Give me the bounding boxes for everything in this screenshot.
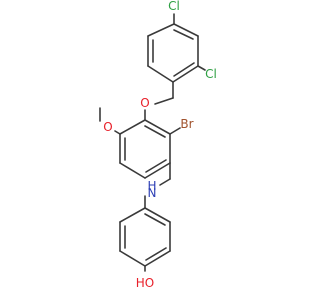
- hydroxyl-group: HO: [136, 276, 154, 290]
- ether-oxygen-atom: O: [140, 96, 149, 110]
- molecule-structure: Cl Cl O O Br H N HO: [99, 0, 217, 290]
- chlorine-atom-ring: Cl: [205, 67, 217, 81]
- bond: [173, 23, 199, 37]
- bond: [114, 130, 121, 135]
- dichlorophenyl-ring: [147, 23, 199, 83]
- bond: [197, 65, 206, 71]
- bond: [144, 162, 171, 179]
- bond: [119, 162, 146, 179]
- bond: [144, 119, 171, 135]
- bond: [172, 65, 199, 83]
- bond: [145, 247, 167, 261]
- bond: [169, 127, 181, 135]
- methoxy-oxygen-atom: O: [103, 120, 112, 134]
- bond: [154, 97, 174, 105]
- bond: [147, 23, 175, 37]
- amine-hydrogen: H: [147, 179, 156, 193]
- bond: [145, 159, 167, 173]
- bond: [144, 207, 171, 223]
- bond: [144, 125, 166, 138]
- bromine-atom: Br: [180, 117, 193, 131]
- bond: [144, 213, 166, 226]
- phenol-ring: [119, 207, 171, 267]
- amine-nitrogen-atom: N: [148, 186, 157, 200]
- bond: [119, 250, 146, 267]
- bond: [159, 178, 171, 186]
- bond: [147, 65, 174, 83]
- bond: [173, 29, 194, 40]
- chlorine-atom-top: Cl: [168, 0, 180, 13]
- bond: [119, 207, 146, 223]
- atom-labels: Cl Cl O O Br H N HO: [103, 0, 217, 290]
- bond: [144, 250, 171, 267]
- central-ring: [119, 119, 171, 179]
- bond: [119, 119, 146, 135]
- bond: [173, 62, 195, 77]
